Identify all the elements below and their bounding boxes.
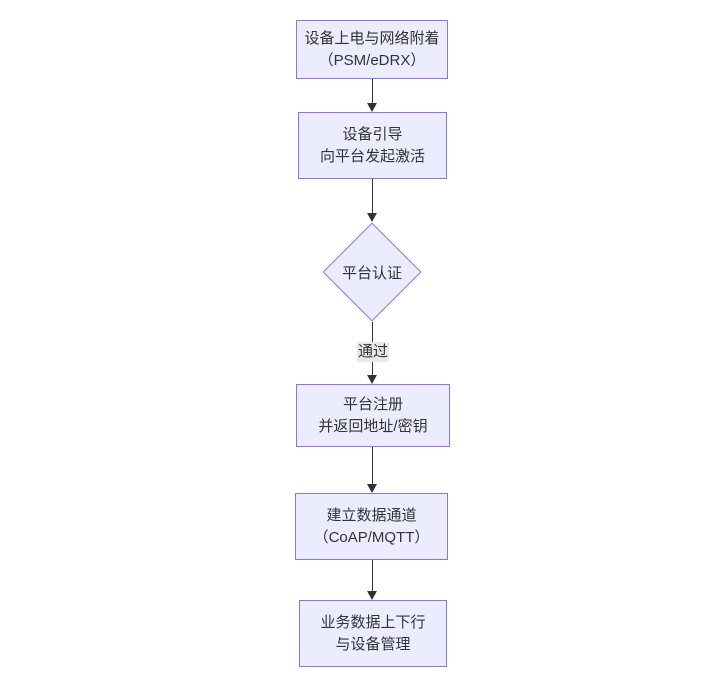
node-platform-register: 平台注册 并返回地址/密钥 — [296, 384, 450, 447]
node-label-line: 与设备管理 — [335, 635, 411, 653]
arrow-down-icon — [367, 591, 377, 600]
arrow-down-icon — [367, 103, 377, 112]
edge-line — [371, 79, 373, 103]
node-label-line: 设备上电与网络附着 — [304, 29, 440, 47]
node-label-line: 并返回地址/密钥 — [318, 417, 428, 435]
node-label-line: （PSM/eDRX） — [318, 51, 426, 69]
edge-line — [371, 179, 373, 213]
node-data-channel: 建立数据通道 （CoAP/MQTT） — [295, 493, 448, 560]
node-platform-auth: 平台认证 — [322, 222, 422, 322]
node-label-line: （CoAP/MQTT） — [313, 528, 430, 546]
node-power-on-attach: 设备上电与网络附着 （PSM/eDRX） — [296, 20, 448, 79]
node-label-line: 向平台发起激活 — [319, 147, 425, 165]
node-label-line: 设备引导 — [342, 125, 403, 143]
node-label-line: 平台注册 — [342, 395, 403, 413]
arrow-down-icon — [367, 213, 377, 222]
edge-label-pass: 通过 — [357, 342, 389, 362]
node-device-bootstrap: 设备引导 向平台发起激活 — [298, 112, 447, 179]
arrow-down-icon — [367, 484, 377, 493]
node-label-line: 建立数据通道 — [326, 506, 417, 524]
edge-line — [371, 560, 373, 591]
node-label-line: 业务数据上下行 — [320, 613, 426, 631]
arrow-down-icon — [367, 375, 377, 384]
node-business-data: 业务数据上下行 与设备管理 — [299, 600, 447, 667]
edge-line — [371, 447, 373, 484]
node-label-line: 平台认证 — [341, 264, 402, 282]
